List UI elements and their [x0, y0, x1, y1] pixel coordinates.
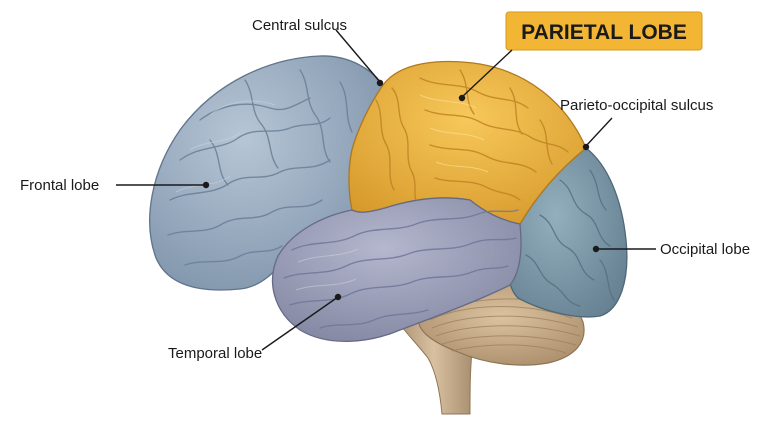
annotations — [116, 29, 656, 351]
label-central-sulcus: Central sulcus — [252, 17, 347, 34]
title-box: PARIETAL LOBE — [505, 11, 703, 51]
leader-central-sulcus — [335, 29, 381, 83]
title: PARIETAL LOBE — [521, 21, 687, 44]
label-frontal-lobe: Frontal lobe — [20, 177, 99, 194]
temporal-lobe — [271, 197, 522, 343]
leader-parieto-occipital-sulcus — [585, 117, 613, 147]
leader-parietal-lobe — [461, 49, 513, 98]
label-occipital-lobe: Occipital lobe — [660, 241, 750, 258]
parietal-lobe — [348, 60, 587, 225]
label-temporal-lobe: Temporal lobe — [168, 345, 262, 362]
label-parieto-occipital-sulcus: Parieto-occipital sulcus — [560, 97, 713, 114]
leader-temporal-lobe — [261, 296, 339, 351]
